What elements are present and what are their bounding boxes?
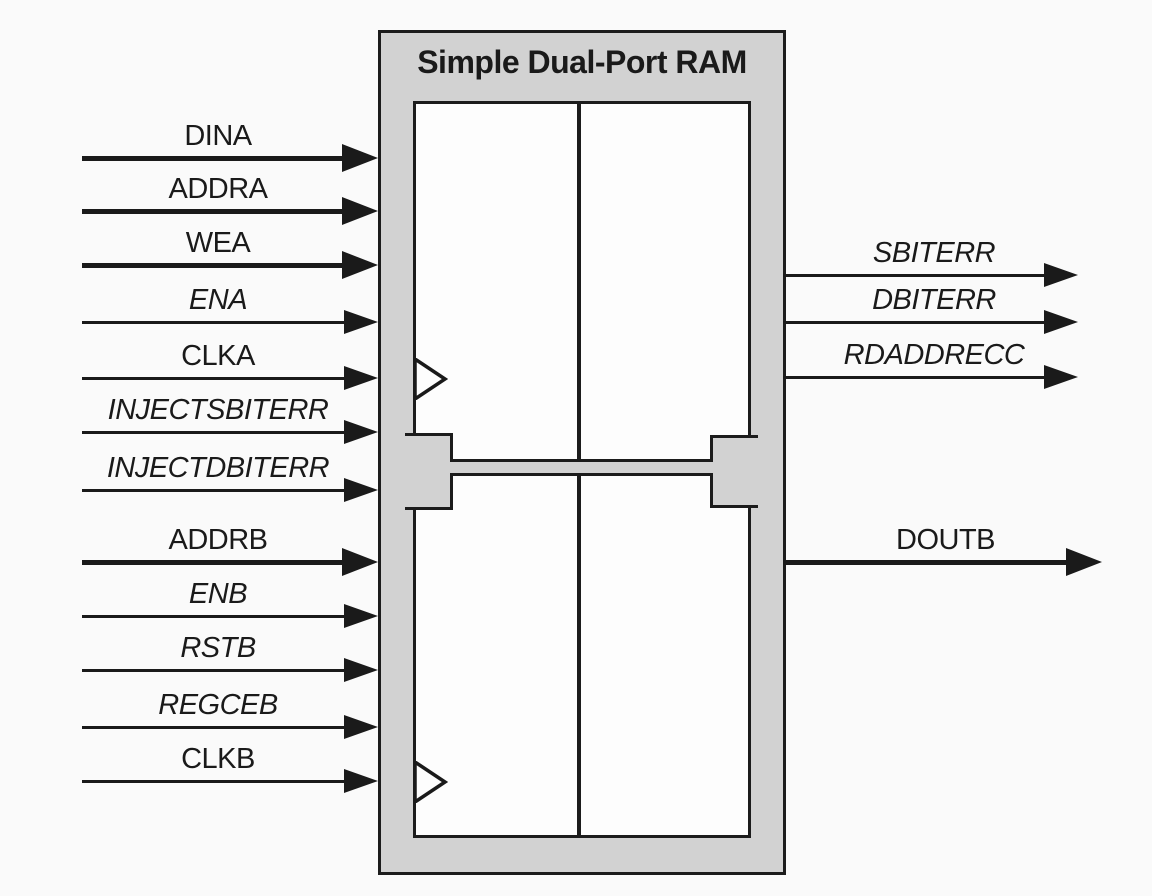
signal-label-ena: ENA xyxy=(188,284,248,316)
signal-line xyxy=(82,156,344,161)
arrowhead-right-icon xyxy=(344,366,378,390)
signal-line xyxy=(82,431,346,434)
signal-label-enb: ENB xyxy=(188,578,248,610)
signal-label-dina: DINA xyxy=(184,120,252,152)
arrowhead-right-icon xyxy=(344,420,378,444)
signal-line xyxy=(82,321,346,324)
arrowhead-right-icon xyxy=(342,548,378,576)
signal-line xyxy=(82,615,346,618)
arrowhead-right-icon xyxy=(1044,263,1078,287)
arrowhead-right-icon xyxy=(344,310,378,334)
signal-label-rdaddrecc: RDADDRECC xyxy=(843,339,1025,371)
memory-divider-lower xyxy=(577,476,581,835)
arrowhead-right-icon xyxy=(1044,310,1078,334)
signal-label-injectsbiterr: INJECTSBITERR xyxy=(107,394,329,426)
signal-line xyxy=(783,321,1045,324)
interconnect-tab-left xyxy=(405,433,453,510)
signal-line xyxy=(82,263,344,268)
signal-line xyxy=(783,560,1067,565)
signal-line xyxy=(82,209,344,214)
signal-label-sbiterr: SBITERR xyxy=(872,237,996,269)
arrowhead-right-icon xyxy=(342,251,378,279)
arrowhead-right-icon xyxy=(342,144,378,172)
arrowhead-right-icon xyxy=(1066,548,1102,576)
signal-label-rstb: RSTB xyxy=(180,632,256,664)
memory-divider-upper xyxy=(577,104,581,459)
arrowhead-right-icon xyxy=(342,197,378,225)
signal-line xyxy=(82,377,346,380)
signal-label-doutb: DOUTB xyxy=(896,524,996,556)
signal-label-clka: CLKA xyxy=(181,340,255,372)
signal-label-addra: ADDRA xyxy=(168,173,268,205)
signal-line xyxy=(82,489,346,492)
signal-label-addrb: ADDRB xyxy=(168,524,268,556)
arrowhead-right-icon xyxy=(344,769,378,793)
arrowhead-right-icon xyxy=(344,604,378,628)
signal-line xyxy=(82,560,344,565)
memory-array-port-a xyxy=(413,101,751,462)
arrowhead-right-icon xyxy=(344,658,378,682)
arrowhead-right-icon xyxy=(344,715,378,739)
signal-label-clkb: CLKB xyxy=(181,743,255,775)
signal-label-dbiterr: DBITERR xyxy=(872,284,996,316)
block-title: Simple Dual-Port RAM xyxy=(417,44,747,80)
signal-label-regceb: REGCEB xyxy=(158,689,278,721)
signal-line xyxy=(783,376,1045,379)
signal-line xyxy=(82,726,346,729)
clock-edge-icon xyxy=(413,758,449,808)
interconnect-bus-bar xyxy=(450,462,713,473)
signal-line xyxy=(82,669,346,672)
interconnect-tab-right xyxy=(710,435,758,508)
signal-label-wea: WEA xyxy=(185,227,251,259)
signal-label-injectdbiterr: INJECTDBITERR xyxy=(106,452,330,484)
arrowhead-right-icon xyxy=(344,478,378,502)
memory-array-port-b xyxy=(413,473,751,838)
signal-line xyxy=(82,780,346,783)
arrowhead-right-icon xyxy=(1044,365,1078,389)
signal-line xyxy=(783,274,1045,277)
clock-edge-icon xyxy=(413,355,449,405)
